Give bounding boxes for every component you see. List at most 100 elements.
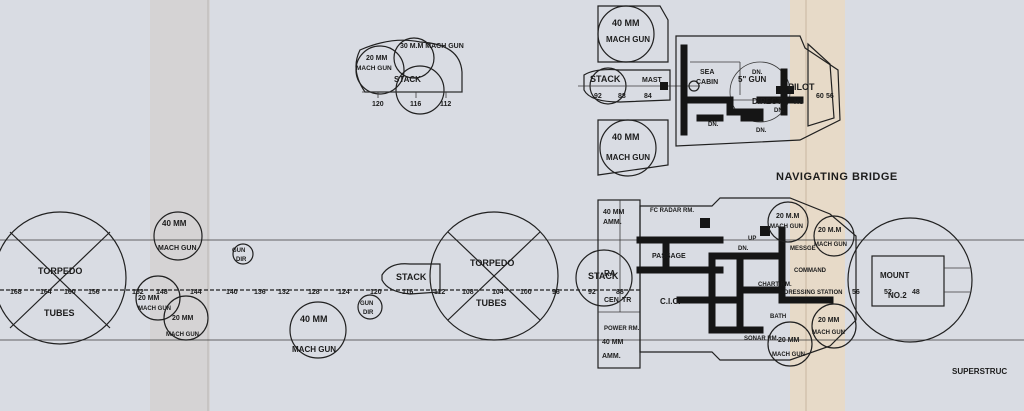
frame-label: 100 [520,289,532,296]
room-label: CEN [604,297,619,304]
gun-20mm-fwd-3-name: MACH GUN [772,352,805,358]
gun-20mm-fwd-3-num: 20 MM [778,337,800,344]
frame-label: 92 [594,93,602,100]
superstructure-outline [639,197,857,361]
stack-aft-label: STACK [396,272,427,282]
frame-label: 56 [826,93,834,100]
frame-label: 140 [226,289,238,296]
stack-fwd-label: STACK [588,271,619,281]
frame-label: 124 [338,289,350,296]
frame-label: 92 [588,289,596,296]
gun-dir-label: GUN [232,248,245,254]
room-label: SONAR RM. [744,336,779,342]
sea-cabin-label: SEA [700,69,714,76]
gun-5in-label: 5" GUN [738,75,766,84]
gun-40mm-lower-name: MACH GUN [292,345,336,354]
tub-40mm-top-name: MACH GUN [606,35,650,44]
room-label: RA [604,269,616,278]
mag-40b-amm: AMM. [602,353,621,360]
small-gun-group: 20 MM MACH GUN 30 M.M MACH GUN STACK 120… [355,37,464,115]
frame-label: 128 [308,289,320,296]
frame-label: 112 [434,289,445,296]
dn-label: DN. [752,70,763,76]
small-20mm-label2: MACH GUN [356,65,392,72]
room-label: BATH [770,314,786,320]
frame-label: 148 [156,289,168,296]
room-label: CHART RM. [758,282,792,288]
frame-label: 144 [190,289,202,296]
director-label: DIRECT [752,97,782,106]
gun-40mm-upper-name: MACH GUN [158,245,197,252]
gun-20mm-fwd-2-num: 20 M.M [818,227,842,234]
gun-dir-label2: DIR [363,310,374,316]
frame-label: 48 [912,289,920,296]
frame-label: 104 [492,289,504,296]
frame-label: 52 [884,289,892,296]
main-deck: TORPEDO TUBES 40 MM MACH GUN GUN DIR 20 … [0,197,1024,376]
mid-torpedo-label: TORPEDO [470,258,514,268]
tub-40mm-bot-num: 40 MM [612,132,640,142]
small-stack-label: STACK [394,75,421,84]
room-label: C.I.C. [660,297,680,306]
hs-label: HS [794,99,804,106]
mount-number: NO.2 [888,291,907,300]
frame-label: 112 [440,101,451,108]
mag-40-amm: AMM. [603,219,622,226]
gun-20mm-a-name: MACH GUN [138,306,171,312]
gun-20mm-fwd-1-name: MACH GUN [770,224,803,230]
aft-tubes-label: TUBES [44,308,75,318]
frame-label: 120 [370,289,382,296]
frame-label: 156 [88,289,100,296]
navigating-bridge: 40 MM MACH GUN 40 MM MACH GUN STACK 92 8… [578,5,898,183]
tub-40mm-bot-name: MACH GUN [606,153,650,162]
tub-40mm-top-num: 40 MM [612,18,640,28]
mid-tubes-label: TUBES [476,298,507,308]
room-label: COMMAND [794,268,827,274]
frame-label: 96 [552,289,560,296]
dn-label: DN. [774,108,785,114]
dn-label: DN. [708,122,719,128]
small-30mm-label: 30 M.M MACH GUN [400,43,464,50]
room-label: POWER RM. [604,326,640,332]
frame-label: 160 [64,289,76,296]
room-label: TR [622,297,631,304]
aft-torpedo-label: TORPEDO [38,266,82,276]
gun-20mm-fwd-4-num: 20 MM [818,317,840,324]
room-label: FC RADAR RM. [650,208,694,214]
small-20mm-label: 20 MM [366,55,388,62]
gun-20mm-a-num: 20 MM [138,295,160,302]
gun-40mm-lower-num: 40 MM [300,314,328,324]
sea-cabin-label2: CABIN [696,79,718,86]
frame-label: 136 [254,289,266,296]
fold-shadow-left [150,0,210,411]
gun-20mm-fwd-4-name: MACH GUN [812,330,845,336]
superstructure-footer: SUPERSTRUC [952,367,1007,376]
gun-20mm-fwd-2-name: MACH GUN [814,242,847,248]
frame-label: 116 [410,101,421,108]
gun-20mm-b-name: MACH GUN [166,332,199,338]
pilot-label: PILOT [788,82,815,92]
frame-label: 168 [10,289,22,296]
frame-label: 120 [372,101,384,108]
navigating-bridge-title: NAVIGATING BRIDGE [776,171,898,183]
frame-label: 132 [278,289,290,296]
upper-stack-label: STACK [590,74,621,84]
mag-40b-label: 40 MM [602,339,624,346]
mast-label: MAST [642,77,663,84]
dn-label: DN. [756,128,767,134]
frame-label: 116 [402,289,413,296]
gun-20mm-b-num: 20 MM [172,315,194,322]
frame-label: 60 [816,93,824,100]
frame-label: 164 [40,289,52,296]
gun-20mm-fwd-1-num: 20 M.M [776,213,800,220]
gun-dir-label: GUN [360,301,373,307]
room-label: MESSGE [790,246,816,252]
room-label: DN. [738,246,749,252]
room-label: DRESSING STATION [784,290,842,296]
room-label: PASSAGE [652,253,686,260]
frame-label: 84 [644,93,652,100]
gun-dir-label2: DIR [236,257,247,263]
frame-label: 152 [132,289,144,296]
